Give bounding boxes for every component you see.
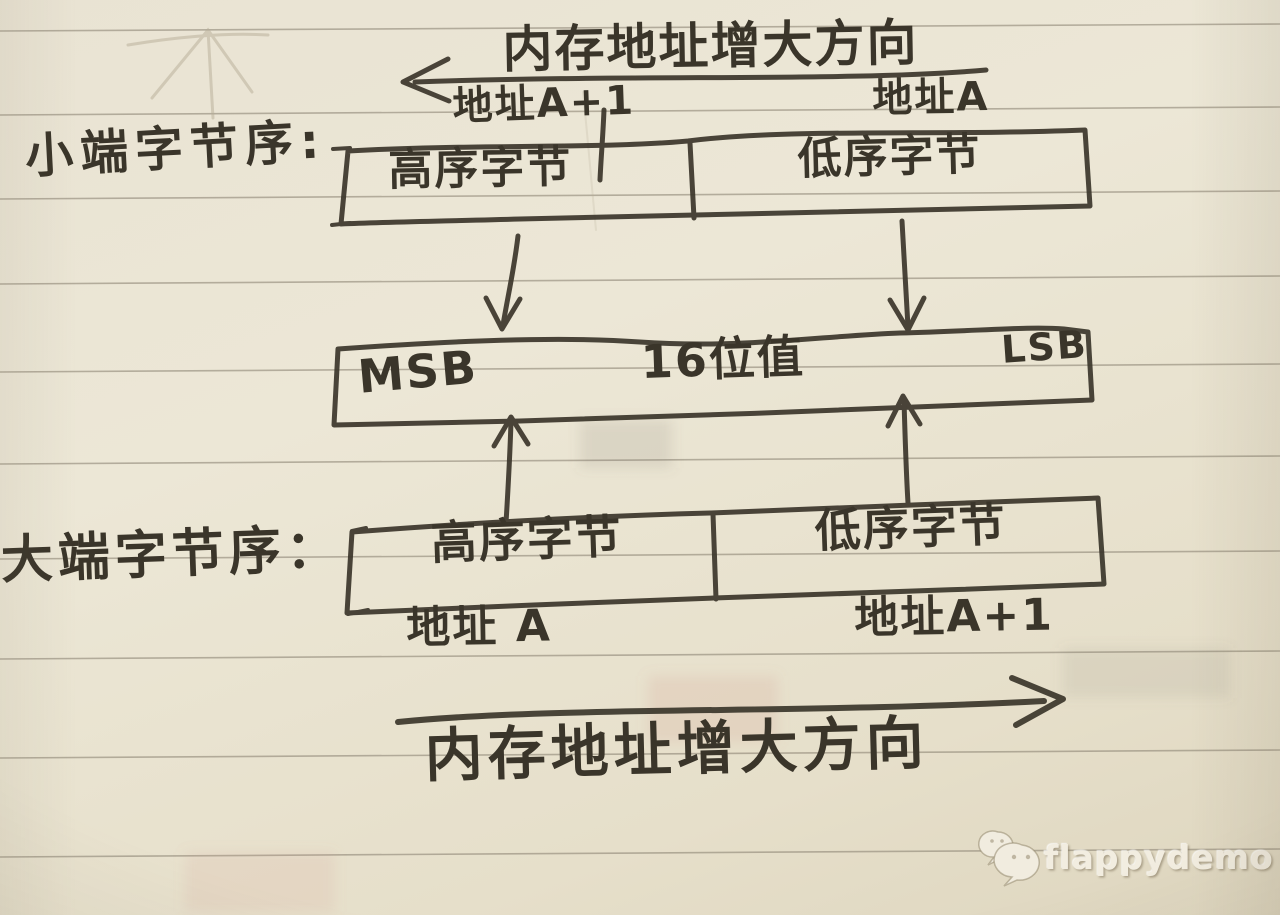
little-endian-low-byte-cell: 低序字节 — [796, 129, 983, 185]
up-arrow-right — [885, 393, 923, 506]
little-endian-address-high-label: 地址A+1 — [451, 77, 636, 130]
little-endian-high-byte-cell: 高序字节 — [387, 141, 573, 196]
down-arrow-left — [483, 233, 523, 332]
big-endian-box — [344, 495, 1107, 616]
top-direction-arrow — [400, 56, 989, 104]
bottom-direction-arrow — [395, 675, 1066, 728]
down-arrow-right — [887, 218, 927, 333]
address-plus1-tick — [597, 107, 607, 183]
wechat-bubbles-icon — [978, 830, 1040, 887]
value-center-label: 16位值 — [639, 329, 806, 389]
little-endian-box-divider — [687, 140, 697, 221]
msb-label: MSB — [355, 339, 480, 404]
pencil-arrow-sketch — [126, 27, 597, 231]
lsb-label: LSB — [999, 321, 1090, 372]
big-endian-address-low-label: 地址 A — [405, 600, 553, 654]
big-endian-row-label: 大端字节序： — [0, 519, 344, 591]
big-endian-box-divider — [710, 511, 719, 602]
up-arrow-left — [491, 414, 531, 526]
watermark-text: flappydemo — [1044, 838, 1274, 877]
big-endian-low-byte-cell: 低序字节 — [813, 497, 1008, 558]
value-box — [331, 325, 1095, 428]
little-endian-address-low-label: 地址A — [871, 73, 990, 122]
big-endian-high-byte-cell: 高序字节 — [429, 509, 624, 570]
big-endian-address-high-label: 地址A+1 — [853, 589, 1055, 644]
bottom-direction-label: 内存地址增大方向 — [423, 708, 930, 790]
top-direction-label: 内存地址增大方向 — [501, 13, 919, 79]
